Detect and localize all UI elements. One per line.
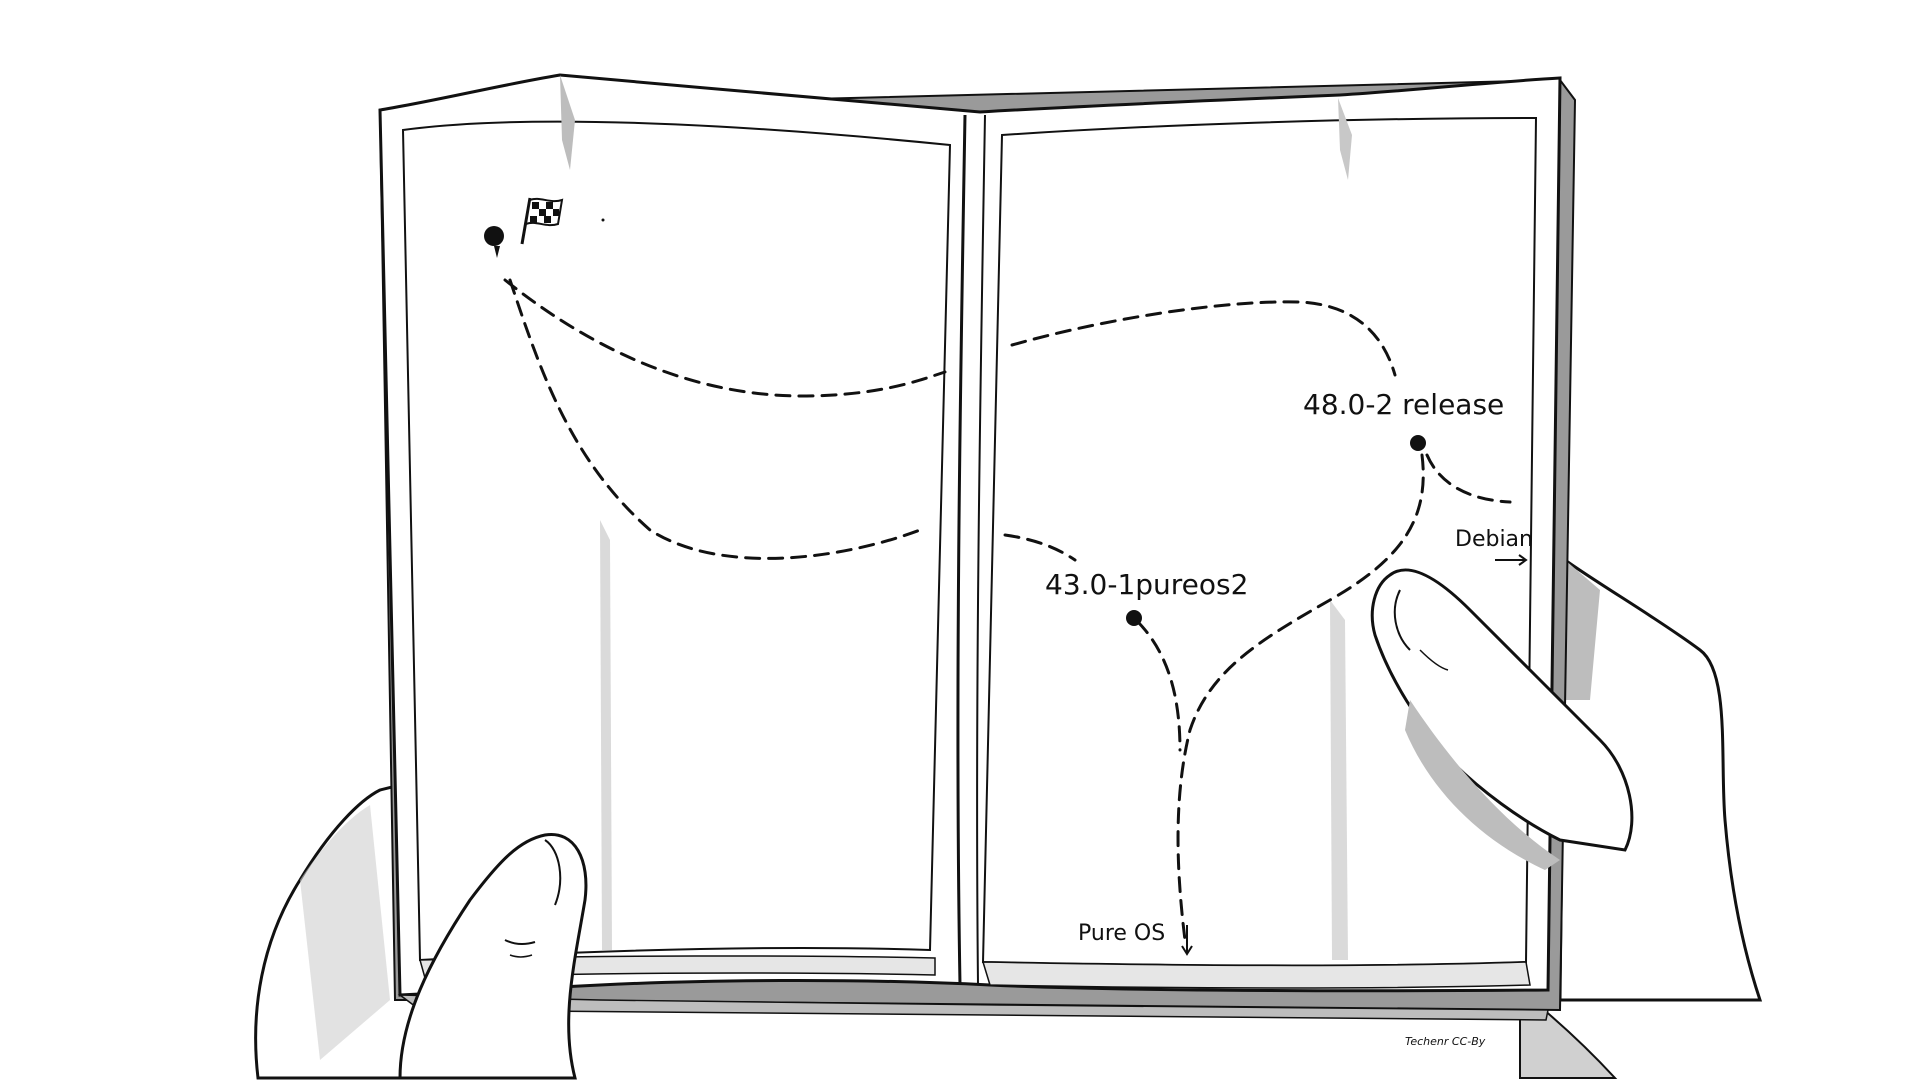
checkered-flag-icon <box>520 197 564 245</box>
label-pureos2: 43.0-1pureos2 <box>1045 568 1248 601</box>
label-debian: Debian <box>1455 527 1533 552</box>
route-pureos2-right <box>1003 533 1077 562</box>
left-thumb <box>398 832 588 1080</box>
route-start-to-release-right <box>1010 300 1397 377</box>
right-thumb <box>1370 568 1634 870</box>
pin-pureos2 <box>1126 610 1142 626</box>
folded-map <box>378 73 1577 1021</box>
arrow-down-icon <box>1181 925 1193 956</box>
route-pureos2-to-pureos <box>1136 620 1182 752</box>
route-release-to-pureos <box>1176 453 1425 942</box>
route-lines <box>503 278 1512 942</box>
label-release: 48.0-2 release <box>1303 388 1504 421</box>
route-start-to-pureos2 <box>508 278 922 560</box>
artist-signature: Techenr CC-By <box>1405 1035 1486 1048</box>
pin-release <box>1410 435 1426 451</box>
map-pins <box>484 226 1426 626</box>
route-release-to-debian <box>1425 453 1512 504</box>
pin-start <box>484 226 504 246</box>
route-start-to-release <box>503 278 947 398</box>
left-hand <box>254 783 422 1080</box>
arrow-right-icon <box>1495 554 1528 566</box>
label-pureos: Pure OS <box>1078 921 1165 946</box>
